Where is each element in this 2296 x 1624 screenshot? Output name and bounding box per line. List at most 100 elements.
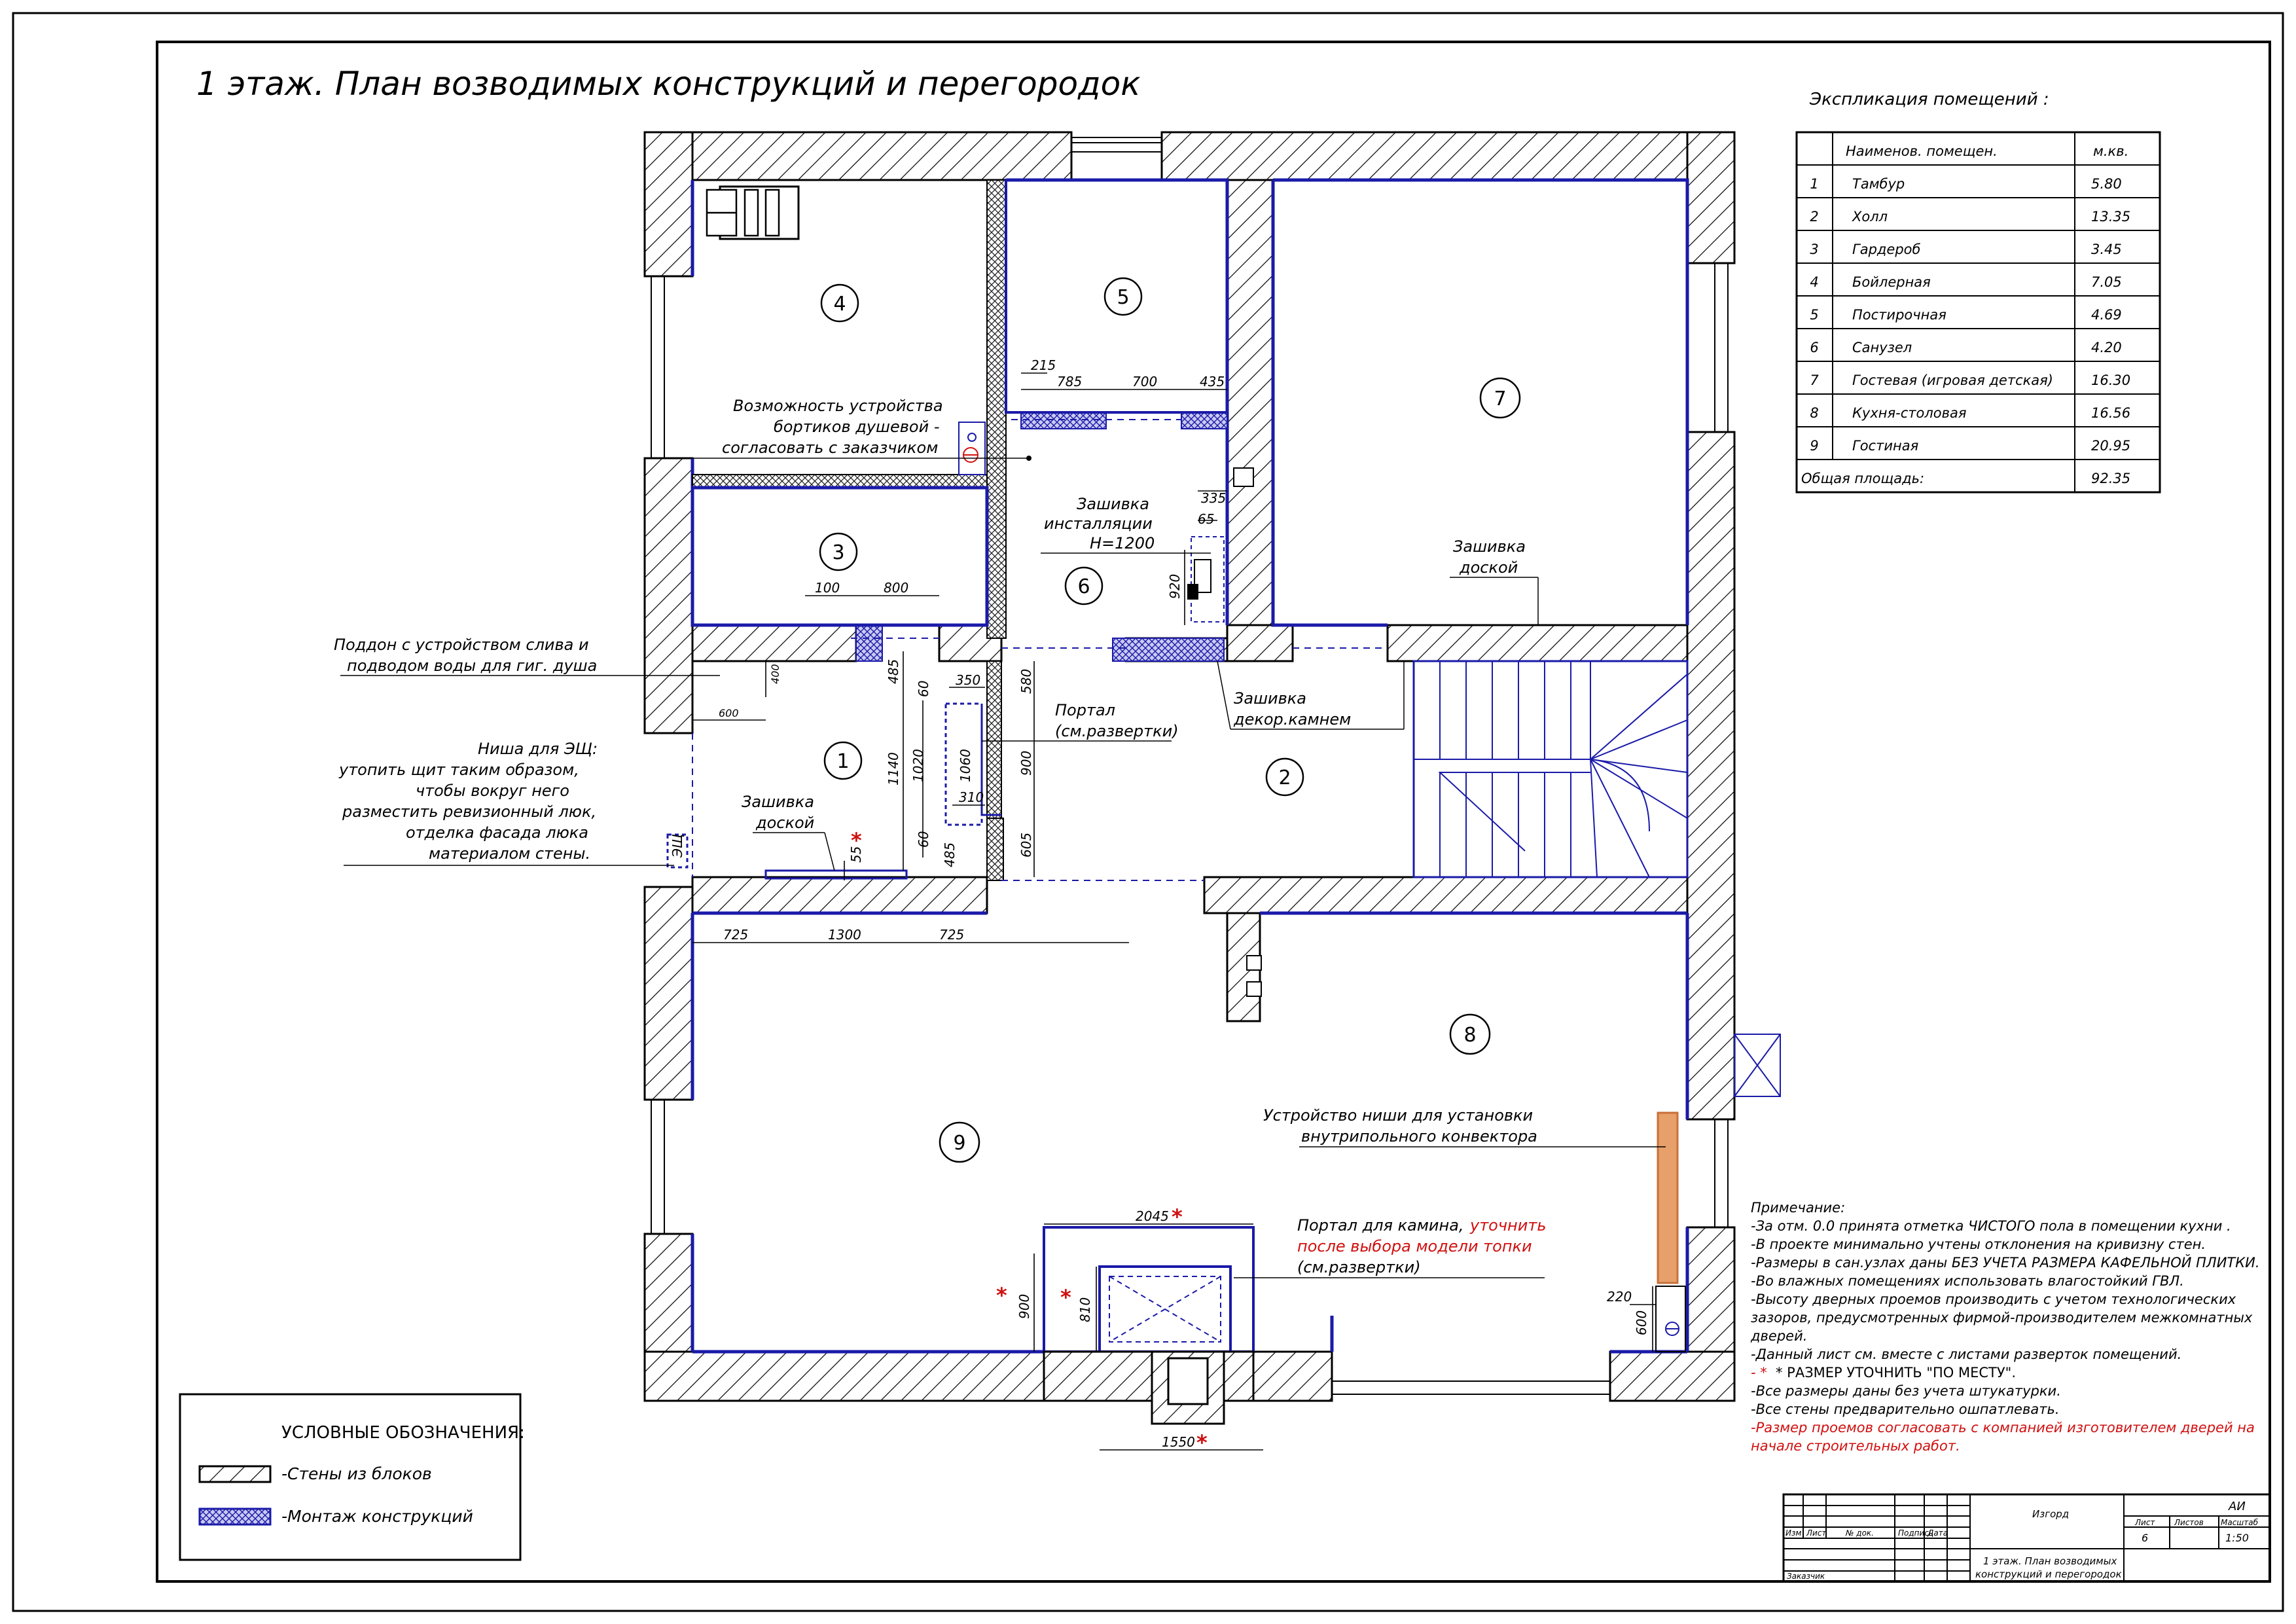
room-6-label: 6 <box>1077 575 1090 598</box>
svg-text:6: 6 <box>1810 340 1818 355</box>
install-note-3: H=1200 <box>1090 534 1155 552</box>
dim-1140: 1140 <box>886 752 901 785</box>
explication-row: 4 Бойлерная 7.05 <box>1810 274 2121 290</box>
svg-text:7.05: 7.05 <box>2091 274 2122 290</box>
svg-text:Гостиная: Гостиная <box>1852 438 1918 454</box>
esch-label: ЭЩ <box>670 834 685 858</box>
room-8-label: 8 <box>1463 1024 1476 1047</box>
note-red-line: -Размер проемов согласовать с компанией … <box>1751 1420 2255 1435</box>
shower-note-3: согласовать с заказчиком <box>722 439 938 457</box>
dim-220: 220 <box>1607 1289 1632 1305</box>
explication-row: 8 Кухня-столовая 16.56 <box>1810 405 2130 421</box>
convector-note-2: внутрипольного конвектора <box>1301 1127 1537 1146</box>
install-note-2: инсталляции <box>1044 514 1153 533</box>
svg-text:20.95: 20.95 <box>2091 438 2130 454</box>
board-note-1-1: Зашивка <box>742 793 814 811</box>
svg-text:5: 5 <box>1810 307 1818 323</box>
portal-note-1: Портал <box>1055 701 1115 719</box>
niche-note-3: чтобы вокруг него <box>416 782 569 800</box>
svg-text:Тамбур: Тамбур <box>1852 176 1905 192</box>
svg-text:Холл: Холл <box>1852 209 1888 225</box>
stamp-sheet: 6 <box>2142 1532 2148 1544</box>
explication-row: 6 Санузел 4.20 <box>1810 340 2121 355</box>
dim-485b: 485 <box>942 842 958 867</box>
note-line: -Данный лист см. вместе с листами развер… <box>1751 1346 2181 1362</box>
explication-row: 9 Гостиная 20.95 <box>1810 438 2130 454</box>
explication-row: 5 Постирочная 4.69 <box>1810 307 2121 323</box>
board-note-7-2: доской <box>1459 558 1518 577</box>
dim-55: 55 <box>848 846 864 863</box>
room3-box <box>691 486 989 627</box>
svg-text:16.30: 16.30 <box>2091 372 2130 388</box>
dim-1020: 1020 <box>910 749 926 782</box>
explication-title: Экспликация помещений : <box>1809 90 2049 109</box>
svg-text:3.45: 3.45 <box>2091 242 2122 257</box>
dim-60a: 60 <box>916 681 931 697</box>
pan-note-2: подводом воды для гиг. душа <box>347 657 597 675</box>
dim-580: 580 <box>1018 669 1034 694</box>
board-note-7-1: Зашивка <box>1453 537 1526 556</box>
stamp-caption-1: 1 этаж. План возводимых <box>1983 1555 2117 1567</box>
stamp-col-date: Дата <box>1927 1528 1948 1538</box>
stamp-scale: 1:50 <box>2225 1532 2249 1544</box>
dimension-lines <box>692 372 1656 1451</box>
explication-header-name: Наименов. помещен. <box>1846 143 1998 159</box>
vent-box-icon <box>1734 1034 1781 1097</box>
svg-text:Гардероб: Гардероб <box>1852 242 1921 257</box>
fireplace <box>1043 1226 1255 1425</box>
dim-725b: 725 <box>939 927 964 943</box>
toilet-icon <box>1187 536 1225 623</box>
ventilation-shafts <box>1233 467 1262 997</box>
legend-title: УСЛОВНЫЕ ОБОЗНАЧЕНИЯ: <box>281 1423 525 1443</box>
note-line: -Все стены предварительно ошпатлевать. <box>1751 1401 2060 1417</box>
door-openings <box>692 419 1388 881</box>
dimension-values: 215 785 700 435 335 65 920 100 800 400 6… <box>719 357 1649 1450</box>
dim-785: 785 <box>1057 374 1082 389</box>
svg-text:*: * <box>996 1283 1007 1308</box>
note-line: * РАЗМЕР УТОЧНИТЬ "ПО МЕСТУ". <box>1776 1365 2016 1380</box>
svg-text:9: 9 <box>1810 438 1818 454</box>
notes-block: Примечание: -За отм. 0.0 принята отметка… <box>1750 1200 2260 1454</box>
svg-text:1: 1 <box>1810 176 1818 192</box>
svg-text:*: * <box>1172 1204 1183 1229</box>
dim-485a: 485 <box>886 659 901 684</box>
explication-row: 7 Гостевая (игровая детская) 16.30 <box>1810 372 2130 388</box>
shower-note-2: бортиков душевой - <box>774 418 940 436</box>
stone-note-1: Зашивка <box>1234 689 1306 708</box>
portal-note-2: (см.развертки) <box>1055 722 1179 740</box>
niche-note-2: утопить щит таким образом, <box>338 761 579 779</box>
boiler-icon <box>706 189 780 237</box>
dim-65: 65 <box>1198 511 1214 527</box>
dim-60b: 60 <box>916 831 931 848</box>
svg-text:4.20: 4.20 <box>2091 340 2122 355</box>
dim-725a: 725 <box>723 927 748 943</box>
inner-frame <box>156 41 2271 1583</box>
windows <box>651 137 1729 1395</box>
legend: УСЛОВНЫЕ ОБОЗНАЧЕНИЯ: -Стены из блоков -… <box>179 1393 525 1561</box>
niche-note-4: разместить ревизионный люк, <box>342 803 596 821</box>
dim-900a: 900 <box>1018 751 1034 776</box>
note-line: -В проекте минимально учтены отклонения … <box>1751 1236 2206 1252</box>
dim-605: 605 <box>1018 833 1034 857</box>
dim-400: 400 <box>769 664 781 684</box>
page-title: 1 этаж. План возводимых конструкций и пе… <box>196 65 1140 103</box>
svg-text:*: * <box>1060 1285 1071 1310</box>
convector-niche <box>1657 1111 1679 1284</box>
dim-900b: 900 <box>1016 1294 1032 1319</box>
explication-row: 1 Тамбур 5.80 <box>1810 176 2121 192</box>
dim-2045: 2045 <box>1136 1208 1169 1224</box>
room-2-label: 2 <box>1278 767 1291 789</box>
room-5-label: 5 <box>1117 286 1129 309</box>
dim-435: 435 <box>1200 374 1225 389</box>
plan <box>643 131 1781 1425</box>
room-4-label: 4 <box>833 293 846 316</box>
stamp-col-doc: № док. <box>1845 1528 1874 1538</box>
dim-1060: 1060 <box>958 749 973 782</box>
svg-text:4: 4 <box>1810 274 1818 290</box>
stamp-col-list: Лист <box>1806 1528 1827 1538</box>
room-1-label: 1 <box>836 750 849 773</box>
fireplace-note-1: Портал для камина, <box>1297 1216 1464 1235</box>
board-note-1-2: доской <box>755 814 814 832</box>
room5-box <box>1005 179 1229 414</box>
dim-1300: 1300 <box>828 927 861 943</box>
